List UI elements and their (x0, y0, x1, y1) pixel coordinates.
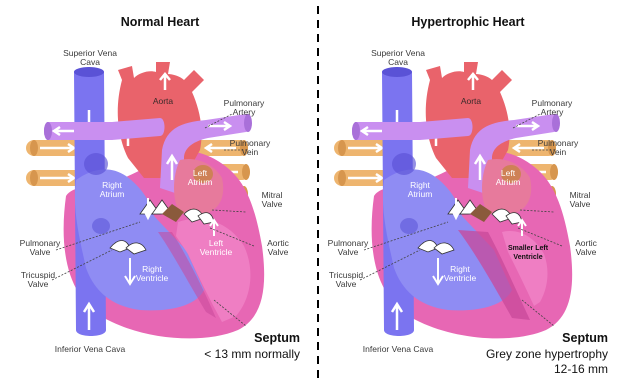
panel-hypertrophic-heart: Hypertrophic Heart (328, 15, 608, 376)
label-inferior-vena-cava: Inferior Vena Cava (55, 344, 126, 354)
septum-caption-line: 12-16 mm (554, 362, 608, 376)
septum-title: Septum (254, 331, 300, 345)
label-aorta: Aorta (461, 96, 482, 106)
septum-caption-line: < 13 mm normally (204, 347, 300, 361)
panel-title: Hypertrophic Heart (411, 15, 525, 29)
label-inferior-vena-cava: Inferior Vena Cava (363, 344, 434, 354)
septum-caption-line: Grey zone hypertrophy (486, 347, 608, 361)
panel-normal-heart: Normal Heart (20, 15, 300, 361)
panel-title: Normal Heart (121, 15, 200, 29)
septum-caption: < 13 mm normally (204, 347, 300, 361)
label-aorta: Aorta (153, 96, 174, 106)
septum-title: Septum (562, 331, 608, 345)
